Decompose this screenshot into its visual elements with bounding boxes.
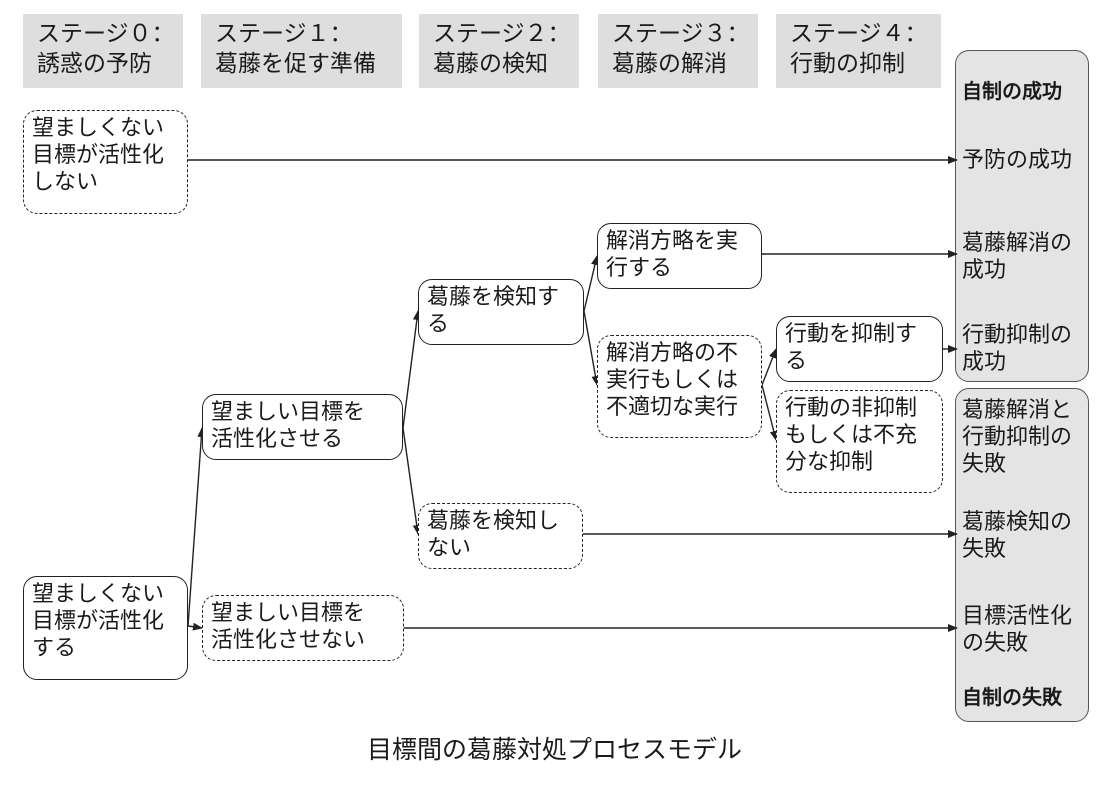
node-text-line: 不適切な実行 bbox=[606, 395, 739, 420]
node-text-line: しない bbox=[32, 170, 99, 195]
node-text-line: 分な抑制 bbox=[785, 450, 874, 475]
outcome-text-line: 葛藤解消と bbox=[962, 398, 1073, 423]
outcome-resolution-inhibition-failure: 葛藤解消と 行動抑制の 失敗 bbox=[962, 397, 1072, 478]
outcome-text-line: 行動抑制の bbox=[962, 323, 1073, 348]
stage-0-header: ステージ０： 誘惑の予防 bbox=[23, 14, 183, 88]
node-activate-desired-goal: 望ましい目標を 活性化させる bbox=[202, 394, 403, 460]
node-text-line: ない bbox=[427, 536, 472, 561]
outcome-detection-failure: 葛藤検知の 失敗 bbox=[962, 509, 1072, 563]
node-text-line: 行動の非抑制 bbox=[785, 396, 918, 421]
stage-3-header: ステージ３： 葛藤の解消 bbox=[598, 14, 758, 88]
stage-4-header: ステージ４： 行動の抑制 bbox=[776, 14, 941, 88]
node-text-line: もしくは不充 bbox=[785, 423, 918, 448]
arrow-to-activate-desired bbox=[187, 427, 206, 627]
stage-4-number: ステージ４： bbox=[790, 21, 928, 47]
outcome-text-line: 失敗 bbox=[962, 537, 1007, 562]
node-not-execute-strategy: 解消方略の不 実行もしくは 不適切な実行 bbox=[597, 335, 762, 438]
stage-4-name: 行動の抑制 bbox=[790, 51, 905, 77]
stage-2-name: 葛藤の検知 bbox=[433, 51, 548, 77]
stage-1-name: 葛藤を促す準備 bbox=[215, 51, 376, 77]
node-text-line: 実行もしくは bbox=[606, 368, 739, 393]
node-text-line: 行動を抑制す bbox=[785, 322, 918, 347]
stage-3-number: ステージ３： bbox=[612, 21, 750, 47]
node-text-line: する bbox=[32, 636, 77, 661]
outcome-resolution-success: 葛藤解消の 成功 bbox=[962, 230, 1072, 284]
node-goal-activated: 望ましくない 目標が活性化 する bbox=[23, 576, 188, 680]
node-text-line: 活性化させる bbox=[211, 427, 344, 452]
outcome-text-line: 成功 bbox=[962, 258, 1007, 283]
stage-1-header: ステージ１： 葛藤を促す準備 bbox=[201, 14, 402, 88]
node-text-line: 葛藤を検知す bbox=[427, 285, 560, 310]
node-text-line: る bbox=[427, 312, 450, 337]
node-text-line: 望ましくない bbox=[32, 582, 165, 607]
stage-0-name: 誘惑の予防 bbox=[37, 51, 152, 77]
node-text-line: 行する bbox=[606, 256, 673, 281]
node-text-line: 目標が活性化 bbox=[32, 609, 165, 634]
node-not-detect-conflict: 葛藤を検知し ない bbox=[418, 503, 583, 569]
node-not-inhibit-behavior: 行動の非抑制 もしくは不充 分な抑制 bbox=[776, 390, 943, 493]
self-control-failure-title: 自制の失敗 bbox=[962, 685, 1062, 709]
node-text-line: 望ましくない bbox=[32, 116, 165, 141]
success-outcome-panel bbox=[955, 50, 1089, 382]
stage-0-number: ステージ０： bbox=[37, 21, 175, 47]
node-text-line: 望ましい目標を bbox=[211, 601, 366, 626]
node-text-line: 解消方略を実 bbox=[606, 229, 739, 254]
stage-2-header: ステージ２： 葛藤の検知 bbox=[419, 14, 579, 88]
stage-3-name: 葛藤の解消 bbox=[612, 51, 727, 77]
outcome-prevention-success: 予防の成功 bbox=[962, 147, 1072, 174]
node-text-line: 望ましい目標を bbox=[211, 400, 366, 425]
node-detect-conflict: 葛藤を検知す る bbox=[418, 279, 584, 345]
outcome-text-line: 成功 bbox=[962, 350, 1007, 375]
outcome-text-line: 葛藤解消の bbox=[962, 231, 1073, 256]
outcome-inhibition-success: 行動抑制の 成功 bbox=[962, 322, 1072, 376]
node-text-line: 目標が活性化 bbox=[32, 143, 165, 168]
node-text-line: る bbox=[785, 349, 808, 374]
node-execute-strategy: 解消方略を実 行する bbox=[597, 223, 762, 289]
arrow-to-not-execute bbox=[583, 310, 600, 386]
node-text-line: 解消方略の不 bbox=[606, 341, 739, 366]
figure-title: 目標間の葛藤対処プロセスモデル bbox=[366, 735, 742, 764]
outcome-text-line: の失敗 bbox=[962, 631, 1029, 656]
node-not-activate-desired-goal: 望ましい目標を 活性化させない bbox=[202, 595, 404, 661]
outcome-text-line: 失敗 bbox=[962, 452, 1007, 477]
outcome-text-line: 目標活性化 bbox=[962, 604, 1073, 629]
arrow-to-not-detect bbox=[402, 427, 421, 535]
node-text-line: 葛藤を検知し bbox=[427, 509, 560, 534]
self-control-success-title: 自制の成功 bbox=[962, 79, 1062, 103]
outcome-activation-failure: 目標活性化 の失敗 bbox=[962, 603, 1072, 657]
arrow-to-not-activate-desired bbox=[187, 622, 203, 631]
outcome-text-line: 行動抑制の bbox=[962, 425, 1073, 450]
stage-2-number: ステージ２： bbox=[433, 21, 571, 47]
node-inhibit-behavior: 行動を抑制す る bbox=[776, 316, 943, 382]
outcome-text-line: 葛藤検知の bbox=[962, 510, 1073, 535]
node-goal-not-activated: 望ましくない 目標が活性化 しない bbox=[23, 110, 188, 214]
failure-outcome-panel bbox=[955, 388, 1089, 722]
outcome-text-line: 予防の成功 bbox=[962, 148, 1073, 173]
stage-1-number: ステージ１： bbox=[215, 21, 353, 47]
arrow-to-not-inhibit bbox=[761, 384, 778, 441]
arrow-to-execute bbox=[583, 255, 599, 312]
node-text-line: 活性化させない bbox=[211, 628, 366, 653]
arrow-to-detect bbox=[402, 310, 421, 429]
arrow-to-inhibit bbox=[761, 348, 777, 386]
